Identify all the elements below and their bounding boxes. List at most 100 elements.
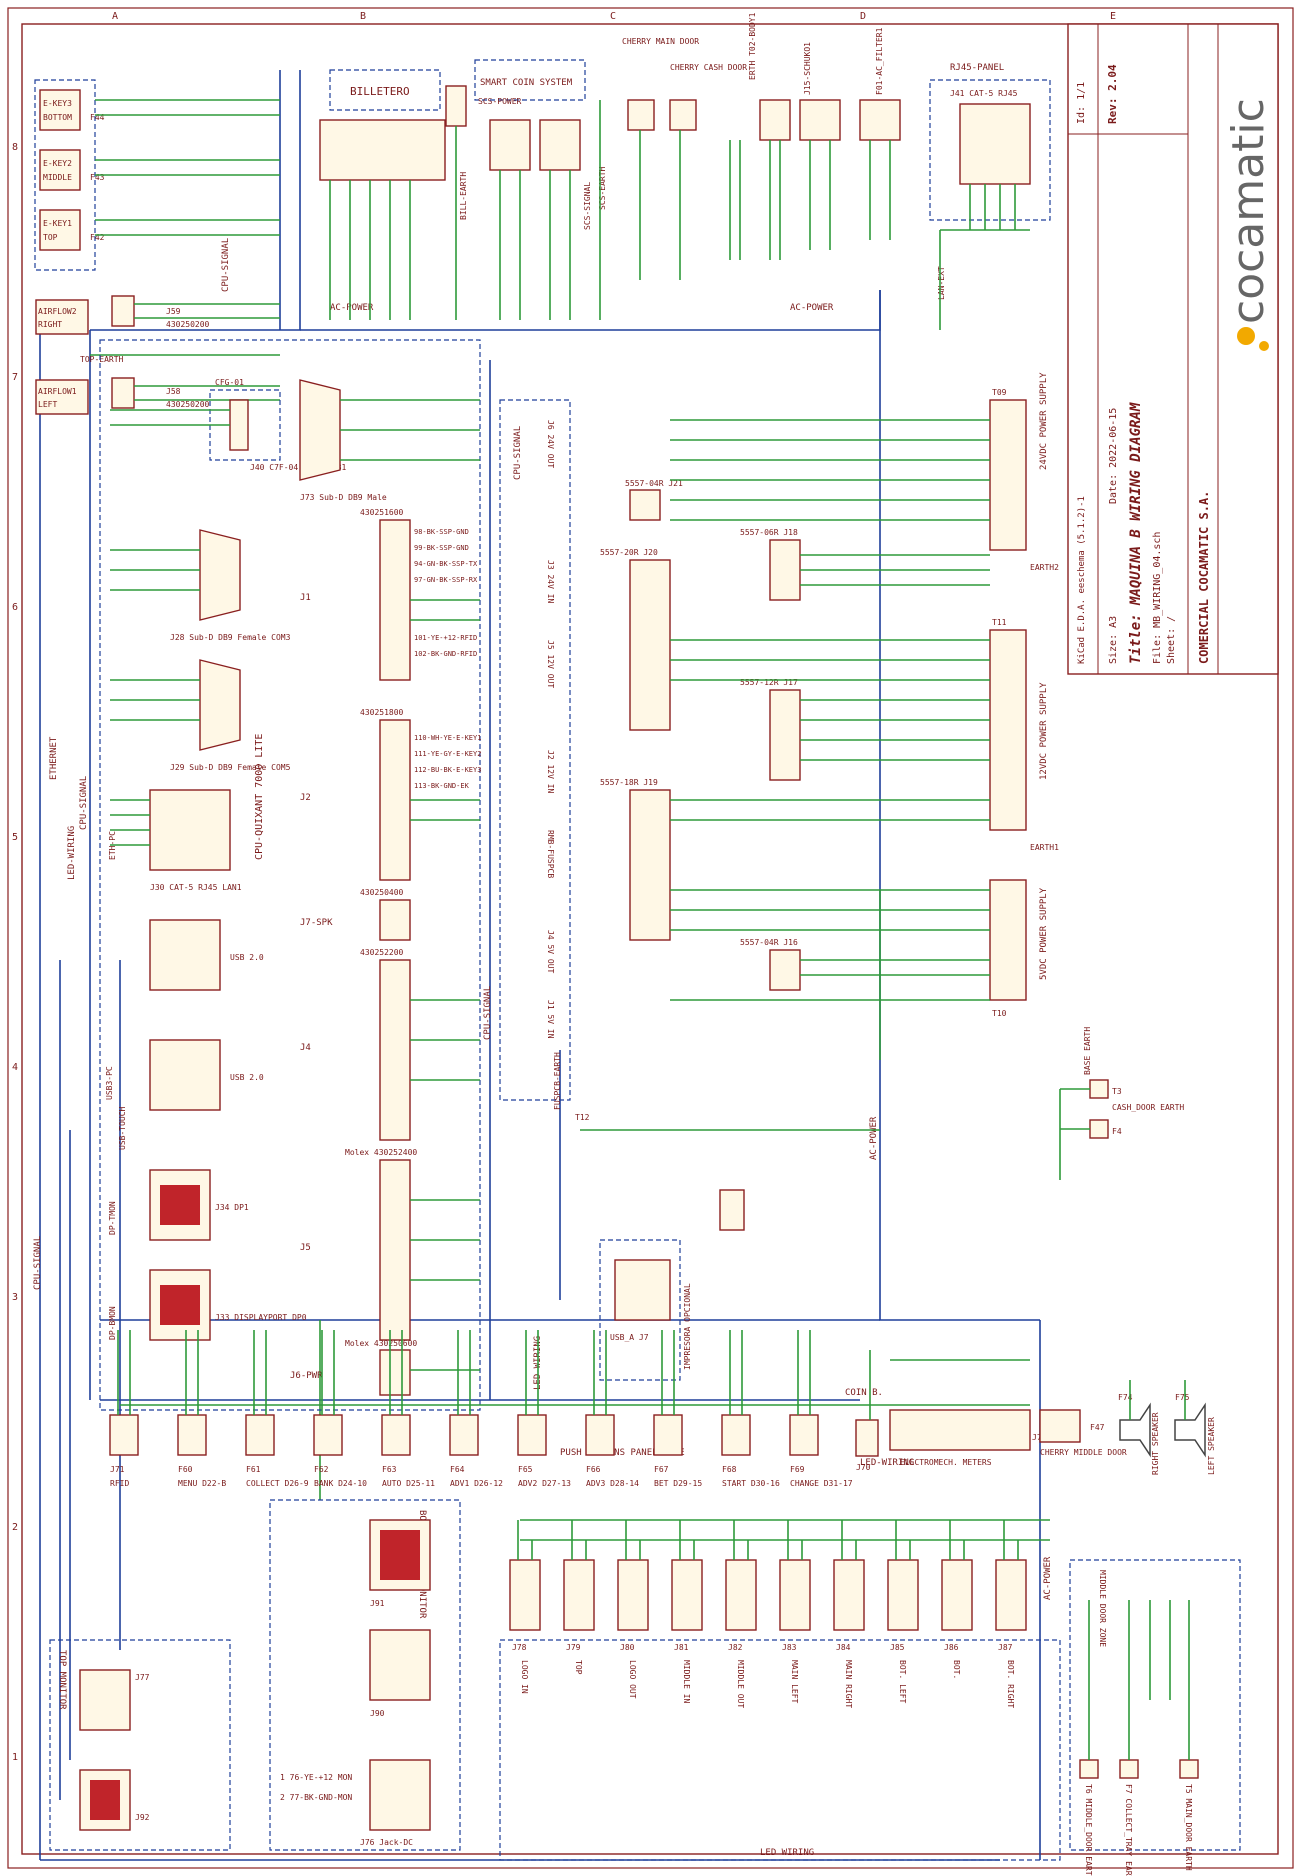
rj45-panel-zone xyxy=(929,79,1051,221)
j21-label: 5557-04R J21 xyxy=(625,479,683,488)
sheet-frame: A B C D E 1 2 3 4 5 6 7 8 xyxy=(7,7,1294,1869)
button-name: BET D29-15 xyxy=(654,1479,702,1488)
j90-label: J90 xyxy=(370,1709,385,1718)
button-ref: F68 xyxy=(722,1465,737,1474)
middle-door-zone: MIDDLE DOOR ZONE T6 MIDDLE_DOOR EARTH F7… xyxy=(1069,1559,1241,1876)
j5-part: Molex 430252400 xyxy=(345,1148,417,1157)
rj45-panel-group: RJ45-PANEL J41 CAT-5 RJ45 LAN-EXT xyxy=(929,63,1051,330)
ekey-name: E-KEY3 xyxy=(43,99,72,108)
usb-a-2-icon xyxy=(149,1039,221,1111)
earth-filter-group: ERTH T02-BODY1 J15-SCHUKO1 F01-AC_FILTER… xyxy=(729,12,901,260)
frame-col-label: 5 xyxy=(12,832,18,843)
net-label-cpu-signal: CPU-SIGNAL xyxy=(483,986,493,1040)
net-label-cpu-signal: CPU-SIGNAL xyxy=(513,426,523,480)
earth-body-terminal xyxy=(759,99,791,141)
title-date: Date: 2022-06-15 xyxy=(1108,408,1119,504)
lan1-rj45-icon xyxy=(149,789,231,871)
top-monitor-group: TOP MONITOR J77 J92 xyxy=(49,1639,231,1851)
dp0-label: J33 DISPLAYPORT DP0 xyxy=(215,1313,307,1322)
title-main: Title: MAQUINA B WIRING DIAGRAM xyxy=(1128,402,1144,664)
j73-label: J73 Sub-D DB9 Male xyxy=(300,493,387,502)
j70-connector xyxy=(855,1419,879,1457)
led-name: MAIN LEFT xyxy=(790,1660,799,1704)
pin-net: 112-BU-BK-E-KEY3 xyxy=(414,766,481,774)
ps5-label: 5VDC POWER SUPPLY xyxy=(1039,887,1049,980)
button-name: MENU D22-B xyxy=(178,1479,226,1488)
frame-row-label: E xyxy=(1110,11,1116,22)
billetero-label: BILLETERO xyxy=(350,85,410,98)
net-label-ac-power: AC-POWER xyxy=(790,303,834,313)
net-label-coin: COIN B. xyxy=(845,1388,883,1398)
j2-label: J2 xyxy=(300,793,311,803)
cpu-area: CPU-QUIXANT 7000 LITE J40 C7F-04 PA66 3,… xyxy=(99,339,481,1411)
j3-24v-label: J3 24V IN xyxy=(546,560,555,604)
j19-label: 5557-18R J19 xyxy=(600,778,658,787)
j58-connector xyxy=(111,377,135,409)
schuko-label: J15-SCHUKO1 xyxy=(803,42,812,95)
title-rev: Rev: 2.04 xyxy=(1106,64,1119,124)
usb-a-2-label: USB 2.0 xyxy=(230,1073,264,1082)
cocamatic-logo: cocamatic xyxy=(1223,98,1274,324)
usb-pc-label: USB3-PC xyxy=(105,1066,114,1100)
airflow-pos: LEFT xyxy=(38,400,57,409)
button-name: CHANGE D31-17 xyxy=(790,1479,853,1488)
frame-col-label: 1 xyxy=(12,1752,18,1763)
pin-net: 101-YE-+12-RFID xyxy=(414,634,477,642)
dp0-port-icon xyxy=(160,1285,200,1325)
earth-body-label: ERTH T02-BODY1 xyxy=(748,12,757,80)
j76-label: J76 Jack-DC xyxy=(360,1838,413,1847)
t10-label: T10 xyxy=(992,1009,1007,1018)
cpu-pin-list: 98-BK-SSP-GND 99-BK-SSP-GND 94-GN-BK-SSP… xyxy=(414,528,481,790)
ekey-pos: TOP xyxy=(43,233,58,242)
meters-label: ELECTROMECH. METERS xyxy=(900,1458,992,1467)
net-label-led-wiring: LED-WIRING xyxy=(860,1458,914,1468)
j4-part: 430252200 xyxy=(360,948,404,957)
led-name: BOT. LEFT xyxy=(898,1660,907,1704)
dp1-port-icon xyxy=(160,1185,200,1225)
airflow-ref: J58 xyxy=(166,387,181,396)
j59-connector xyxy=(111,295,135,327)
j77-label: J77 xyxy=(135,1673,150,1682)
billetero-group: BILLETERO BILL-EARTH xyxy=(319,69,468,320)
ac-filter xyxy=(859,99,901,141)
cpu-connector-j5: Molex 430252400 J5 xyxy=(300,1148,417,1341)
ekey-pos: MIDDLE xyxy=(43,173,72,182)
led-wiring-zone xyxy=(499,1639,1061,1861)
led-ref: J83 xyxy=(782,1643,797,1652)
cfg-label: CFG-01 xyxy=(215,378,244,387)
led-zone-label: LED WIRING xyxy=(760,1848,814,1858)
power-section: J6 24V OUT J3 24V IN J5 12V OUT J2 12V I… xyxy=(499,372,1059,1131)
cpu-connector-j2: 430251800 J2 xyxy=(300,708,411,881)
j37-connector xyxy=(319,119,446,181)
j1-5v-label: J1 5V IN xyxy=(546,1000,555,1039)
ekey-bottom-connector xyxy=(39,89,81,131)
earth2-label: EARTH2 xyxy=(1030,563,1059,572)
ekey-ref: F43 xyxy=(90,173,105,182)
pin-net: 99-BK-SSP-GND xyxy=(414,544,469,552)
frame-col-label: 4 xyxy=(12,1062,18,1073)
net-label-ethernet: ETHERNET xyxy=(49,736,59,780)
lan-ext-label: LAN-EXT xyxy=(937,266,946,300)
fuspcb-earth-label: FUSPCB-EARTH xyxy=(553,1052,562,1110)
rmb-label: RMB-FUSPCB xyxy=(546,830,555,878)
j5-12v-label: J5 12V OUT xyxy=(546,640,555,688)
j6-label: J6-PWR xyxy=(290,1371,323,1381)
j16-label: 5557-04R J16 xyxy=(740,938,798,947)
f7-terminal xyxy=(1119,1759,1139,1779)
j7-part: 430250400 xyxy=(360,888,404,897)
left-speaker-icon xyxy=(1174,1402,1206,1458)
top-monitor-label: TOP MONITOR xyxy=(57,1650,67,1710)
buttons-zone-label: PUSH BUTTONS PANEL ZONE xyxy=(560,1448,685,1458)
f4-terminal xyxy=(1089,1119,1109,1139)
frame-row-label: D xyxy=(860,11,866,22)
airflow-left-connector xyxy=(35,379,89,415)
ps24-terminals xyxy=(989,399,1027,551)
cpu-title: CPU-QUIXANT 7000 LITE xyxy=(254,734,265,860)
